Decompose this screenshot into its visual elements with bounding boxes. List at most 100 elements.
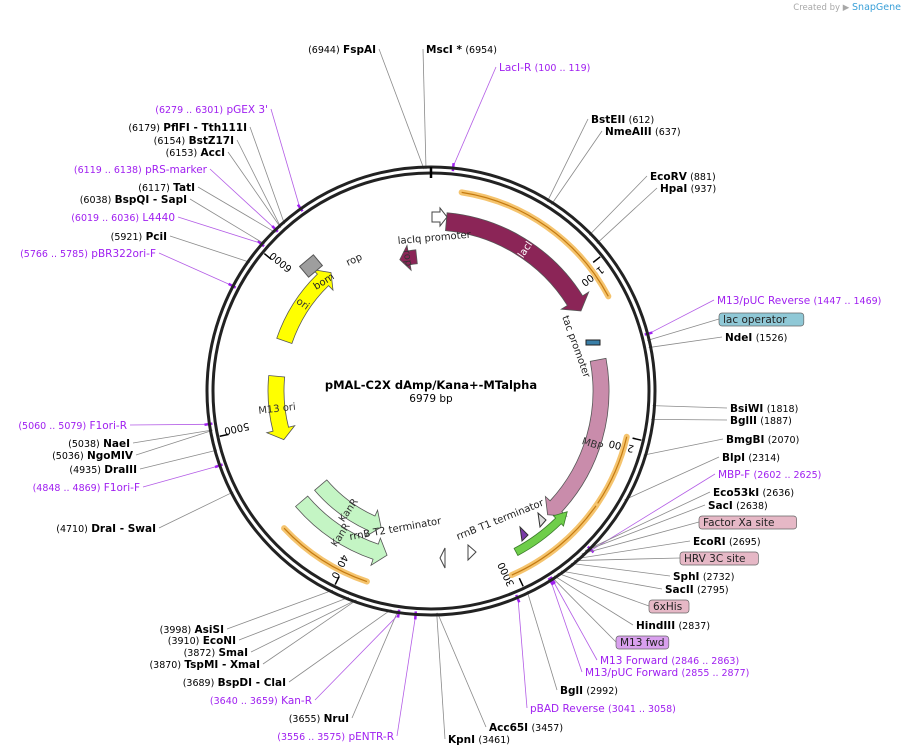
- orf-line-2: [283, 527, 368, 583]
- terminator-marker[interactable]: [519, 525, 529, 543]
- site-position: (6279 .. 6301): [155, 105, 223, 116]
- site-mbp-f[interactable]: MBP-F (2602 .. 2625): [718, 469, 821, 481]
- site-prs-marker[interactable]: (6119 .. 6138) pRS-marker: [74, 164, 208, 176]
- site-acci[interactable]: (6153) AccI: [166, 147, 225, 159]
- site-position: (2795): [697, 585, 729, 596]
- site-factor-xa-site[interactable]: Factor Xa site: [698, 515, 797, 530]
- site-position: (6038): [80, 195, 112, 206]
- site-lac-operator[interactable]: lac operator: [718, 312, 805, 327]
- site-pcii[interactable]: (5921) PciI: [111, 231, 167, 243]
- leader-line: [624, 456, 720, 501]
- site-bmgbi[interactable]: BmgBI (2070): [726, 434, 799, 446]
- site-name: NruI: [324, 713, 349, 725]
- feature-kanr-2[interactable]: [294, 495, 388, 567]
- site-pgex-3-[interactable]: (6279 .. 6301) pGEX 3': [155, 104, 268, 116]
- site-m13-puc-forward[interactable]: M13/pUC Forward (2855 .. 2877): [585, 667, 749, 679]
- site-sacii[interactable]: SacII (2795): [665, 584, 729, 596]
- site-laci-r[interactable]: LacI-R (100 .. 119): [499, 62, 590, 74]
- site-position: (2846 .. 2863): [671, 656, 739, 667]
- site-bspdi-clai[interactable]: (3689) BspDI - ClaI: [183, 677, 286, 689]
- site-bglii[interactable]: BglII (1887): [730, 415, 792, 427]
- svg-text:BglII (1887): BglII (1887): [730, 415, 792, 427]
- feature-rop[interactable]: [399, 244, 418, 272]
- feature-m13-ori[interactable]: [265, 375, 296, 441]
- site-position: (100 .. 119): [535, 63, 591, 74]
- site-m13-forward[interactable]: M13 Forward (2846 .. 2863): [600, 655, 739, 667]
- site-labels[interactable]: (6944) FspAI MscI * (6954)LacI-R (100 .. …: [18, 44, 881, 746]
- site-name: TatI: [173, 182, 195, 194]
- snapgene-watermark: Created by ▶ SnapGene: [793, 2, 901, 13]
- site-name: pGEX 3': [226, 104, 268, 116]
- site-m13-puc-reverse[interactable]: M13/pUC Reverse (1447 .. 1469): [717, 295, 881, 307]
- tick-3000: [518, 577, 524, 587]
- lacIq-promoter-arrow[interactable]: [431, 206, 448, 228]
- site-kpni[interactable]: KpnI (3461): [448, 734, 510, 746]
- site-ngomiv[interactable]: (5036) NgoMIV: [52, 450, 134, 462]
- site-nmeaiii[interactable]: NmeAIII (637): [605, 126, 681, 138]
- site-ecori[interactable]: EcoRI (2695): [693, 536, 761, 548]
- svg-text:(3655) NruI: (3655) NruI: [289, 713, 349, 725]
- svg-text:BsiWI (1818): BsiWI (1818): [730, 403, 798, 415]
- site-name: SphI: [673, 571, 699, 583]
- feature-ori[interactable]: [276, 268, 334, 344]
- svg-text:(5036) NgoMIV: (5036) NgoMIV: [52, 450, 134, 462]
- feature-box: [718, 312, 805, 327]
- site-draiii[interactable]: (4935) DraIII: [69, 464, 137, 476]
- site-blpi[interactable]: BlpI (2314): [722, 452, 780, 464]
- rrnB-T2-marker[interactable]: [439, 547, 446, 569]
- feature-mcs-arrow[interactable]: [513, 511, 568, 557]
- lac-operator-marker[interactable]: [585, 339, 601, 346]
- site-smai[interactable]: (3872) SmaI: [184, 647, 248, 659]
- site-l4440[interactable]: (6019 .. 6036) L4440: [71, 212, 175, 224]
- site-6xhis[interactable]: 6xHis: [648, 599, 690, 614]
- leader-line: [314, 614, 399, 701]
- site-hrv-3c-site[interactable]: HRV 3C site: [679, 551, 759, 566]
- site-pbad-reverse[interactable]: pBAD Reverse (3041 .. 3058): [530, 703, 676, 715]
- leader-line: [551, 130, 603, 205]
- site-saci[interactable]: SacI (2638): [708, 500, 768, 512]
- site-position: (3457): [531, 723, 563, 734]
- site-econi[interactable]: (3910) EcoNI: [168, 635, 236, 647]
- site-tati[interactable]: (6117) TatI: [138, 182, 195, 194]
- site-m13-fwd[interactable]: M13 fwd: [615, 635, 670, 650]
- site-sphi[interactable]: SphI (2732): [673, 571, 734, 583]
- svg-text:NdeI (1526): NdeI (1526): [725, 332, 787, 344]
- site-position: (2638): [736, 501, 768, 512]
- feature-mbp[interactable]: [544, 357, 610, 517]
- site-bgli[interactable]: BglI (2992): [560, 685, 618, 697]
- site-bstz17i[interactable]: (6154) BstZ17I: [154, 135, 234, 147]
- site-asisi[interactable]: (3998) AsiSI: [160, 624, 224, 636]
- leader-line: [452, 66, 497, 167]
- feature-kanr-1[interactable]: [314, 479, 382, 538]
- site-acc65i[interactable]: Acc65I (3457): [489, 722, 563, 734]
- site-ndei[interactable]: NdeI (1526): [725, 332, 787, 344]
- site-bsiwi[interactable]: BsiWI (1818): [730, 403, 798, 415]
- tag-marker[interactable]: [537, 511, 547, 529]
- site-hpai[interactable]: HpaI (937): [660, 183, 716, 195]
- site-name: PciI: [146, 231, 167, 243]
- site-bspqi-sapi[interactable]: (6038) BspQI - SapI: [80, 194, 187, 206]
- site-tspmi-xmai[interactable]: (3870) TspMI - XmaI: [149, 659, 260, 671]
- svg-text:(4935) DraIII: (4935) DraIII: [69, 464, 137, 476]
- site-msci-[interactable]: MscI * (6954): [426, 44, 497, 56]
- site-kan-r[interactable]: (3640 .. 3659) Kan-R: [210, 695, 312, 707]
- site-bsteii[interactable]: BstEII (612): [591, 114, 654, 126]
- site-eco53ki[interactable]: Eco53kI (2636): [713, 487, 794, 499]
- site-drai-swai[interactable]: (4710) DraI - SwaI: [56, 523, 156, 535]
- bom-marker[interactable]: [298, 254, 324, 278]
- site-nrui[interactable]: (3655) NruI: [289, 713, 349, 725]
- site-pflfi-tth111i[interactable]: (6179) PflFI - Tth111I: [128, 122, 247, 134]
- site-name: LacI-R: [499, 62, 531, 74]
- rrnB-T1-marker[interactable]: [467, 543, 477, 562]
- site-f1ori-f[interactable]: (4848 .. 4869) F1ori-F: [33, 482, 140, 494]
- site-f1ori-r[interactable]: (5060 .. 5079) F1ori-R: [18, 420, 127, 432]
- site-naei[interactable]: (5038) NaeI: [68, 438, 130, 450]
- site-ecorv[interactable]: EcoRV (881): [650, 171, 716, 183]
- label-lacIq-promoter: lacIq promoter: [397, 230, 472, 247]
- feature-laci[interactable]: [445, 212, 590, 312]
- site-pentr-r[interactable]: (3556 .. 3575) pENTR-R: [277, 731, 394, 743]
- site-hindiii[interactable]: HindIII (2837): [636, 620, 710, 632]
- site-position: (5038): [68, 439, 100, 450]
- site-fspai[interactable]: (6944) FspAI: [308, 44, 376, 56]
- site-pbr322ori-f[interactable]: (5766 .. 5785) pBR322ori-F: [20, 248, 156, 260]
